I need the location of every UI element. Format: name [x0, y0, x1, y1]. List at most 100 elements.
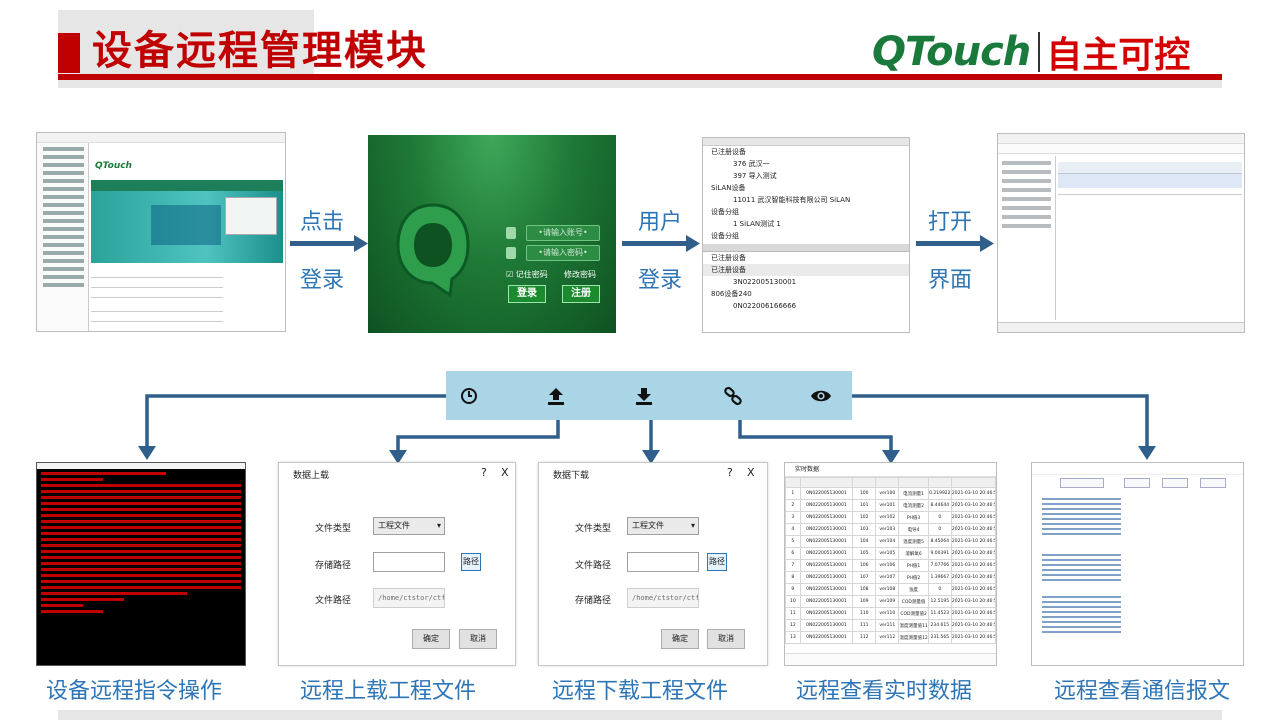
list-item[interactable]: 397 导入测试	[733, 172, 777, 180]
table-cell: 231.565	[927, 631, 952, 644]
table-cell: ver108	[875, 583, 900, 596]
flow-label-step1b: 登录	[300, 268, 345, 293]
upload-icon[interactable]	[545, 385, 567, 407]
dialog-title: 数据上载	[293, 471, 330, 481]
path-button[interactable]: 路径	[461, 553, 481, 571]
help-button[interactable]: ?	[481, 466, 487, 479]
register-button[interactable]: 注册	[562, 285, 600, 303]
path-button[interactable]: 路径	[707, 553, 727, 571]
cancel-button[interactable]: 取消	[459, 629, 497, 649]
ok-button[interactable]: 确定	[412, 629, 450, 649]
password-input[interactable]: •请输入密码•	[526, 245, 600, 261]
clock-icon[interactable]	[458, 385, 480, 407]
close-button[interactable]: X	[501, 466, 509, 479]
table-cell: 2021-03-10 20:46:55	[950, 631, 996, 644]
list-item[interactable]: 3N022005130001	[733, 278, 797, 286]
account-input[interactable]: •请输入账号•	[526, 225, 600, 241]
table-cell: 103	[852, 523, 877, 536]
table-cell: ver101	[875, 499, 900, 512]
save-path-input[interactable]	[373, 552, 445, 572]
list-section-bar	[703, 244, 909, 252]
device-select[interactable]	[1060, 478, 1104, 488]
upload-dialog: 数据上载 ? X 文件类型 工程文件 ▾ 存储路径 路径 文件路径 /home/…	[278, 462, 516, 666]
file-path-input[interactable]	[627, 552, 699, 572]
device-table-row[interactable]	[1058, 174, 1242, 188]
table-header-row	[785, 477, 996, 488]
file-path-field[interactable]: /home/ctstor/ctfiles	[373, 588, 445, 608]
table-cell: ver107	[875, 571, 900, 584]
save-path-label: 存储路径	[575, 596, 612, 606]
table-cell: 0	[927, 583, 952, 596]
table-cell: 108	[852, 583, 877, 596]
table-cell: 5	[785, 535, 801, 548]
export-button[interactable]	[1200, 478, 1226, 488]
list-item[interactable]: 1 SiLAN测试 1	[733, 220, 781, 228]
table-cell: 温度测量5	[898, 535, 929, 548]
eye-icon[interactable]	[810, 385, 832, 407]
list-item[interactable]: 已注册设备	[703, 264, 909, 276]
stop-button[interactable]	[1162, 478, 1188, 488]
change-password-link[interactable]: 修改密码	[564, 270, 596, 279]
table-cell: 2021-03-10 20:46:55	[950, 523, 996, 536]
window-titlebar	[1032, 463, 1243, 475]
cancel-button[interactable]: 取消	[707, 629, 745, 649]
list-item[interactable]: 设备分组	[711, 232, 739, 240]
table-cell: 11	[785, 607, 801, 620]
table-cell: 107	[852, 571, 877, 584]
download-icon[interactable]	[633, 385, 655, 407]
list-item[interactable]: 设备分组	[711, 208, 739, 216]
table-cell: 0N022005130001	[799, 571, 854, 584]
save-path-field[interactable]: /home/ctstor/ctfiles	[627, 588, 699, 608]
table-cell: PH值3	[898, 511, 929, 524]
login-button[interactable]: 登录	[508, 285, 546, 303]
table-cell: 2021-03-10 20:46:55	[950, 499, 996, 512]
screenshot-login-window: •请输入账号• •请输入密码• ☑ 记住密码 修改密码 登录 注册	[368, 135, 616, 333]
caption-remote-realtime: 远程查看实时数据	[796, 679, 973, 704]
web-banner: QTouch	[91, 155, 283, 183]
list-item[interactable]: 806设备240	[711, 290, 752, 298]
list-item[interactable]: 376 武汉一	[733, 160, 770, 168]
file-path-label: 文件路径	[575, 561, 612, 571]
ok-button[interactable]: 确定	[661, 629, 699, 649]
list-item[interactable]: SiLAN设备	[711, 184, 746, 192]
table-cell: 0N022005130001	[799, 619, 854, 632]
menu-bar	[998, 144, 1244, 154]
caption-remote-command: 设备远程指令操作	[46, 679, 223, 704]
table-cell: 2021-03-10 20:46:55	[950, 487, 996, 500]
device-tree	[998, 156, 1056, 320]
table-cell: 0N022005130001	[799, 499, 854, 512]
window-titlebar	[37, 133, 285, 143]
start-button[interactable]	[1124, 478, 1150, 488]
table-cell: 13	[785, 631, 801, 644]
list-item[interactable]: 已注册设备	[711, 148, 746, 156]
terminal-output	[37, 472, 245, 613]
list-item[interactable]: 已注册设备	[711, 254, 746, 262]
table-cell: PH值2	[898, 571, 929, 584]
link-icon[interactable]	[722, 385, 744, 407]
remember-password-checkbox[interactable]: ☑ 记住密码	[506, 270, 548, 279]
flow-label-step1a: 点击	[300, 210, 345, 235]
list-item[interactable]: 0N022006166666	[733, 302, 797, 310]
file-type-select[interactable]: 工程文件 ▾	[627, 517, 699, 535]
list-item[interactable]: 11011 武汉智能科技有限公司 SiLAN	[733, 196, 851, 204]
table-cell: 112	[852, 631, 877, 644]
close-button[interactable]: X	[747, 466, 755, 479]
file-type-select[interactable]: 工程文件 ▾	[373, 517, 445, 535]
table-cell: ver110	[875, 607, 900, 620]
window-titlebar	[998, 134, 1244, 144]
help-button[interactable]: ?	[727, 466, 733, 479]
